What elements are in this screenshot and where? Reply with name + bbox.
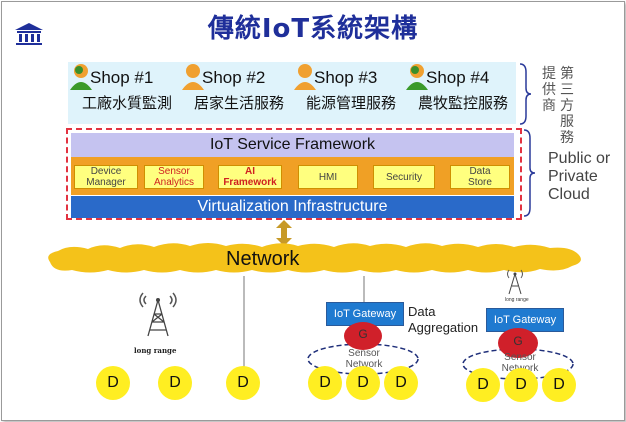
gateway-node-1: G [344,322,382,350]
user-icon [182,64,204,90]
institution-logo-icon [15,23,43,45]
network-cloud [48,243,581,273]
cell-tower-icon [139,292,177,337]
shop-3-name: Shop #3 [314,68,378,87]
small-cell-tower-icon [507,269,523,295]
module-hmi: HMI [298,165,358,189]
device-node: D [346,366,380,400]
device-node: D [226,366,260,400]
third-party-service-label: 第三方服務 [560,66,574,146]
user-icon [294,64,316,90]
shop-1: Shop #1 工廠水質監測 [70,64,182,122]
device-node: D [158,366,192,400]
shop-1-name: Shop #1 [90,68,154,87]
shop-2-label: 居家生活服務 [194,94,285,112]
long-range-label-small: long range [505,297,529,303]
page-title: 傳統IoT系統架構 [207,14,419,44]
device-node: D [384,366,418,400]
cloud-label: Public or Private Cloud [548,150,611,203]
device-node: D [308,366,342,400]
shop-1-label: 工廠水質監測 [82,94,173,112]
network-label: Network [226,248,300,270]
module-security: Security [373,165,435,189]
cloud-bracket [523,129,536,217]
sensor-network-1-label: Sensor Network [345,348,383,370]
device-node: D [466,368,500,402]
gateway-node-2: G [498,328,538,358]
device-node: D [96,366,130,400]
double-arrow-icon [276,220,292,246]
shop-2: Shop #2 居家生活服務 [182,64,294,122]
shop-3-label: 能源管理服務 [306,94,397,112]
third-party-bracket [519,63,532,125]
shop-4-label: 農牧監控服務 [418,94,509,112]
shop-2-name: Shop #2 [202,68,266,87]
virtualization-infrastructure: Virtualization Infrastructure [71,196,514,218]
shop-4-name: Shop #4 [426,68,490,87]
device-node: D [504,368,538,402]
data-aggregation-label: Data Aggregation [408,304,479,335]
user-icon [406,64,428,90]
device-node: D [542,368,576,402]
long-range-label: long range [134,346,177,355]
shops-strip [68,62,516,124]
shop-3: Shop #3 能源管理服務 [294,64,406,122]
third-party-provider-label: 提供商 [542,66,556,114]
user-icon [70,64,92,90]
iot-platform-boundary [66,128,522,220]
shop-4: Shop #4 農牧監控服務 [406,64,518,122]
iot-service-framework: IoT Service Framework [71,133,514,157]
